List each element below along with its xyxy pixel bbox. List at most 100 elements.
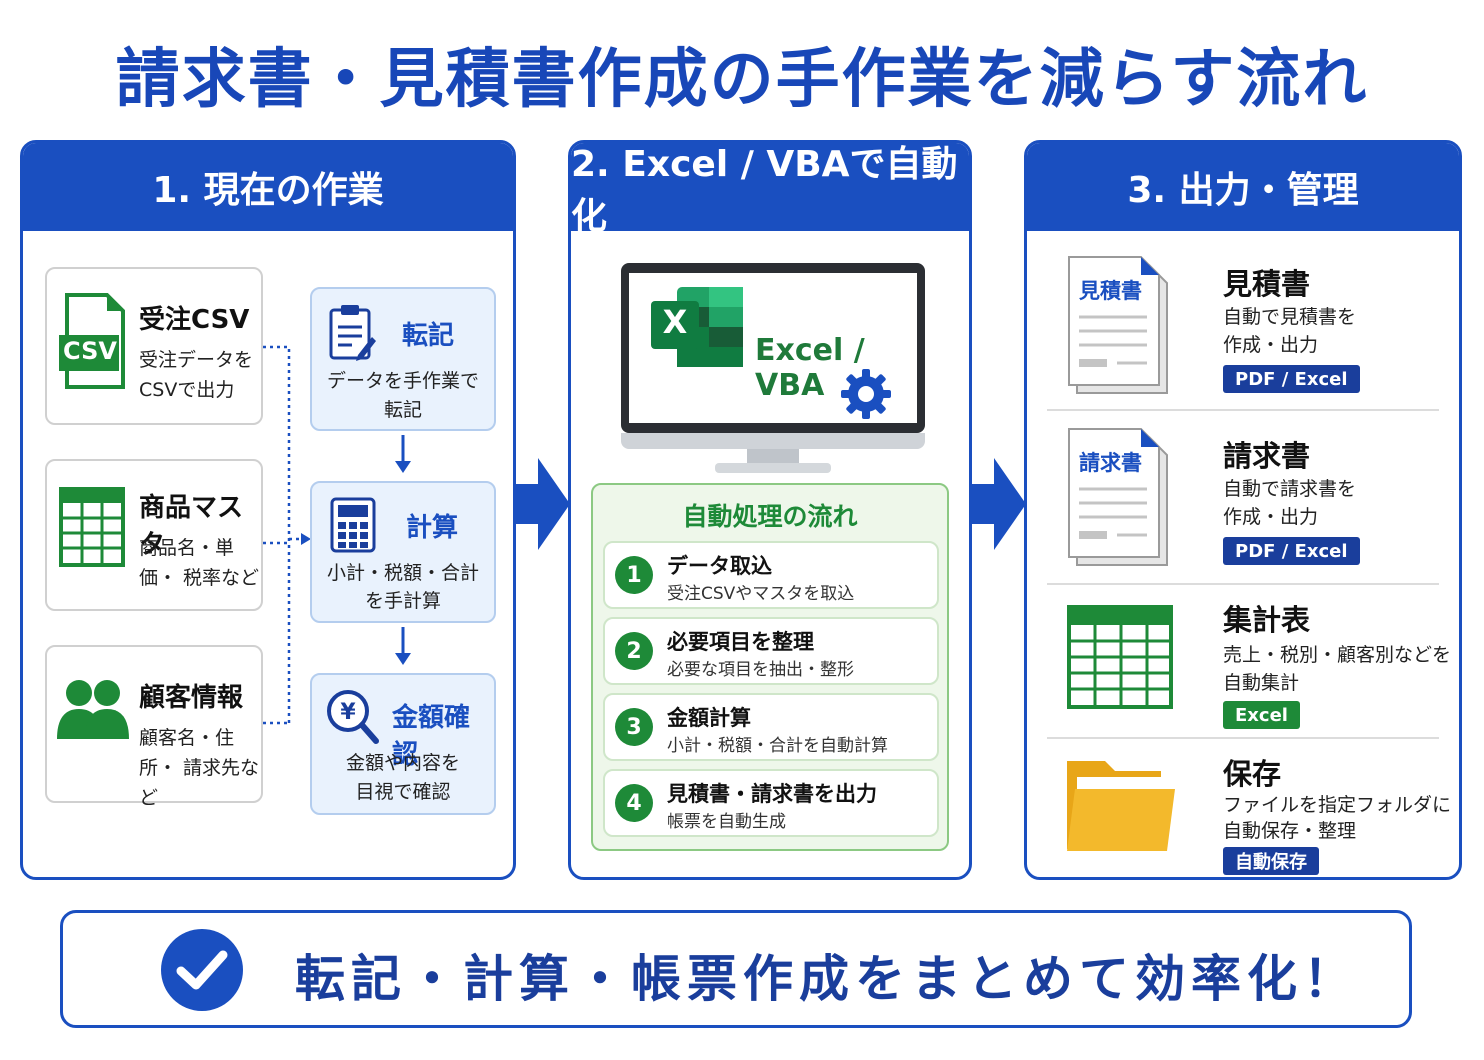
step-desc: 小計・税額・合計を自動計算	[667, 736, 888, 756]
flow-step-1: 1 データ取込 受注CSVやマスタを取込	[603, 541, 939, 609]
invoice-document-icon	[1068, 428, 1168, 566]
panel-header-1: 1. 現在の作業	[23, 143, 513, 231]
step-desc: 受注CSVやマスタを取込	[667, 584, 855, 604]
estimate-document-icon	[1068, 256, 1168, 394]
format-badge: 自動保存	[1223, 847, 1319, 875]
source-card-product-master: 商品マスタ 商品名・単価・ 税率など	[45, 459, 263, 611]
csv-file-icon	[59, 293, 125, 389]
divider	[1047, 583, 1439, 585]
spreadsheet-icon	[59, 487, 125, 567]
doc-icon-label: 請求書	[1079, 451, 1142, 475]
process-desc-transcribe-2: 転記	[383, 399, 422, 421]
process-desc-calculate-1: 小計・税額・合計	[326, 562, 479, 584]
clipboard-icon	[329, 305, 376, 361]
output-title: 保存	[1223, 757, 1282, 791]
divider	[1047, 737, 1439, 739]
output-desc-1: 自動で請求書を	[1223, 478, 1357, 500]
flow-step-2: 2 必要項目を整理 必要な項目を抽出・整形	[603, 617, 939, 685]
monitor-label: Excel / VBA	[755, 333, 865, 403]
summary-banner: 転記・計算・帳票作成をまとめて効率化！	[60, 910, 1412, 1028]
banner-text: 転記・計算・帳票作成をまとめて効率化！	[295, 950, 1359, 1008]
gear-icon	[841, 369, 891, 419]
step-title: 金額計算	[667, 706, 751, 730]
spreadsheet-icon	[1067, 605, 1173, 709]
output-title: 見積書	[1223, 267, 1311, 301]
dotted-connector	[263, 345, 311, 725]
step-title: 必要項目を整理	[667, 630, 814, 654]
output-item-save: 保存 ファイルを指定フォルダに 自動保存・整理 自動保存	[1047, 745, 1451, 875]
panel-automation: 2. Excel / VBAで自動化 X Excel / VBA	[568, 140, 972, 880]
excel-logo-icon	[651, 287, 743, 367]
process-box-transcribe: 転記 データを手作業で 転記	[310, 287, 496, 431]
step-number: 3	[615, 708, 653, 746]
step-number: 2	[615, 632, 653, 670]
panel-output: 3. 出力・管理 見積書 見積書 自動で見積書を 作成・出力 PDF / Exc…	[1024, 140, 1462, 880]
flow-arrow-right-icon	[970, 458, 1026, 550]
output-desc-2: 作成・出力	[1223, 334, 1319, 356]
process-box-amount-check: ¥ 金額確認 金額や内容を 目視で確認	[310, 673, 496, 815]
folder-icon	[1067, 761, 1175, 851]
process-desc-amount-check-2: 目視で確認	[355, 781, 451, 803]
source-desc-customer-info: 顧客名・住所・ 請求先など	[139, 727, 260, 809]
check-circle-icon	[161, 929, 243, 1011]
step-desc: 必要な項目を抽出・整形	[667, 660, 854, 680]
monitor: X Excel / VBA	[621, 263, 925, 433]
flow-arrow-right-icon	[514, 458, 570, 550]
arrow-down-icon	[395, 627, 411, 665]
output-title: 集計表	[1223, 603, 1311, 637]
process-desc-calculate-2: を手計算	[364, 590, 441, 612]
process-desc-amount-check-1: 金額や内容を	[345, 752, 460, 774]
monitor-base	[715, 463, 831, 473]
people-icon	[57, 680, 129, 739]
step-desc: 帳票を自動生成	[667, 812, 786, 832]
source-card-customer-info: 顧客情報 顧客名・住所・ 請求先など	[45, 645, 263, 809]
source-card-order-csv: CSV 受注CSV 受注データを CSVで出力	[45, 267, 263, 425]
source-title-product-master: 商品マスタ	[139, 493, 244, 560]
process-title-transcribe: 転記	[402, 321, 455, 351]
panel-current-work: 1. 現在の作業 CSV 受注CSV 受注データを CSVで出力 商品マスタ 商…	[20, 140, 516, 880]
doc-icon-label: 見積書	[1079, 279, 1142, 303]
step-number: 4	[615, 784, 653, 822]
output-desc-1: 売上・税別・顧客別などを	[1223, 644, 1452, 666]
flow-step-3: 3 金額計算 小計・税額・合計を自動計算	[603, 693, 939, 761]
process-title-amount-check: 金額確認	[392, 703, 471, 770]
source-title-customer-info: 顧客情報	[139, 683, 244, 713]
monitor-screen: X Excel / VBA	[629, 273, 917, 423]
output-desc-1: ファイルを指定フォルダに	[1223, 794, 1452, 816]
panel-header-2: 2. Excel / VBAで自動化	[571, 143, 969, 237]
format-badge: PDF / Excel	[1223, 365, 1360, 393]
source-desc-product-master: 商品名・単価・ 税率など	[139, 537, 260, 589]
output-item-summary-table: 集計表 売上・税別・顧客別などを 自動集計 Excel	[1047, 597, 1451, 737]
panel-header-3: 3. 出力・管理	[1027, 143, 1459, 231]
output-desc-1: 自動で見積書を	[1223, 306, 1357, 328]
monitor-chin	[621, 433, 925, 449]
output-desc-2: 自動集計	[1223, 672, 1300, 694]
output-item-invoice: 請求書 請求書 自動で請求書を 作成・出力 PDF / Excel	[1047, 425, 1439, 575]
calculator-icon	[330, 497, 376, 553]
page-title: 請求書・見積書作成の手作業を減らす流れ	[115, 43, 1369, 117]
process-box-calculate: 計算 小計・税額・合計 を手計算	[310, 481, 496, 623]
format-badge: Excel	[1223, 701, 1300, 729]
flow-step-4: 4 見積書・請求書を出力 帳票を自動生成	[603, 769, 939, 837]
csv-icon-label: CSV	[63, 337, 117, 365]
monitor-neck	[747, 449, 799, 463]
auto-process-flow: 自動処理の流れ 1 データ取込 受注CSVやマスタを取込 2 必要項目を整理 必…	[591, 483, 949, 851]
process-title-calculate: 計算	[406, 513, 459, 543]
output-desc-2: 作成・出力	[1223, 506, 1319, 528]
svg-text:¥: ¥	[340, 700, 356, 725]
step-title: データ取込	[667, 554, 772, 578]
divider	[1047, 409, 1439, 411]
output-item-estimate: 見積書 見積書 自動で見積書を 作成・出力 PDF / Excel	[1047, 251, 1439, 401]
step-title: 見積書・請求書を出力	[667, 782, 877, 806]
process-desc-transcribe-1: データを手作業で	[326, 370, 479, 392]
step-number: 1	[615, 556, 653, 594]
source-desc-order-csv: 受注データを CSVで出力	[139, 349, 254, 401]
flow-title: 自動処理の流れ	[682, 502, 858, 531]
format-badge: PDF / Excel	[1223, 537, 1360, 565]
output-desc-2: 自動保存・整理	[1223, 820, 1357, 842]
output-title: 請求書	[1223, 439, 1311, 473]
excel-logo-letter: X	[662, 303, 688, 341]
source-title-order-csv: 受注CSV	[139, 305, 250, 335]
yen-magnifier-icon: ¥	[327, 690, 379, 744]
arrow-down-icon	[395, 435, 411, 473]
